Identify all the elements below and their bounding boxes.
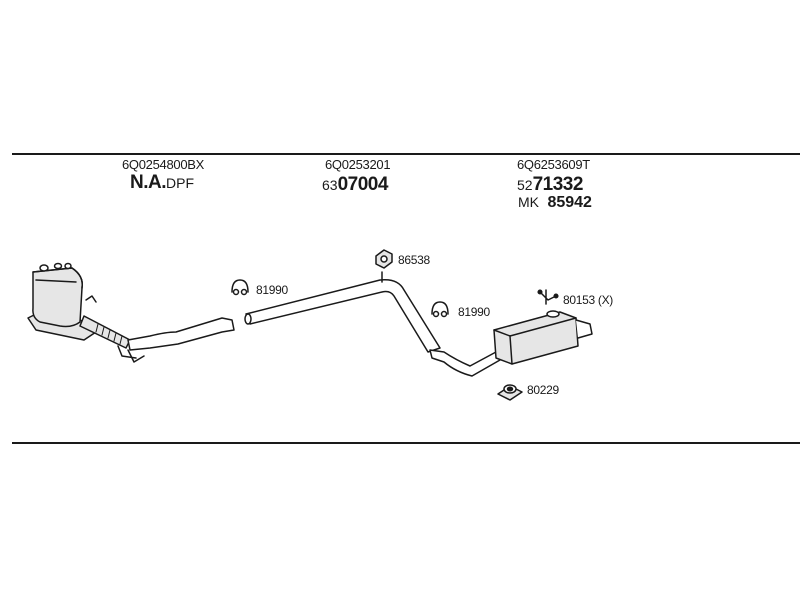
dpf-unit (27, 262, 145, 363)
hanger-front-label: 81990 (256, 283, 288, 297)
hanger-icon (431, 301, 449, 318)
rubber-mount-label: 80229 (527, 383, 559, 397)
rear-pipe (429, 349, 501, 377)
middle-pipe-ref: 6307004 (322, 175, 388, 194)
clamp-label: 86538 (398, 253, 430, 267)
dpf-label-main: N.A. (130, 172, 167, 193)
hanger-icon (231, 279, 249, 296)
silencer-mk: MK 85942 (518, 195, 592, 211)
rear-silencer (493, 310, 593, 365)
middle-pipe-ref-prefix: 63 (322, 177, 338, 193)
bottom-divider (12, 442, 800, 444)
rubber-mount-icon (497, 384, 523, 401)
dpf-part-number: 6Q0254800BX (122, 157, 204, 172)
middle-pipe-ref-number: 07004 (337, 174, 389, 195)
bracket-label: 80153 (X) (563, 293, 613, 307)
hanger-rear-label: 81990 (458, 305, 490, 319)
middle-pipe-part-number: 6Q0253201 (325, 157, 391, 172)
dpf-label-suffix: DPF (166, 175, 194, 191)
middle-pipe (245, 278, 441, 353)
bracket-icon (537, 289, 559, 305)
clamp-icon (375, 249, 393, 269)
silencer-mk-number: 85942 (547, 194, 592, 211)
top-divider (12, 153, 800, 155)
silencer-mk-prefix: MK (518, 194, 539, 210)
silencer-ref-prefix: 52 (517, 177, 533, 193)
front-pipe (127, 317, 235, 351)
silencer-part-number: 6Q6253609T (517, 157, 590, 172)
dpf-label: N.A.DPF (130, 173, 194, 192)
silencer-ref-number: 71332 (532, 174, 584, 195)
silencer-ref: 5271332 (517, 175, 583, 194)
